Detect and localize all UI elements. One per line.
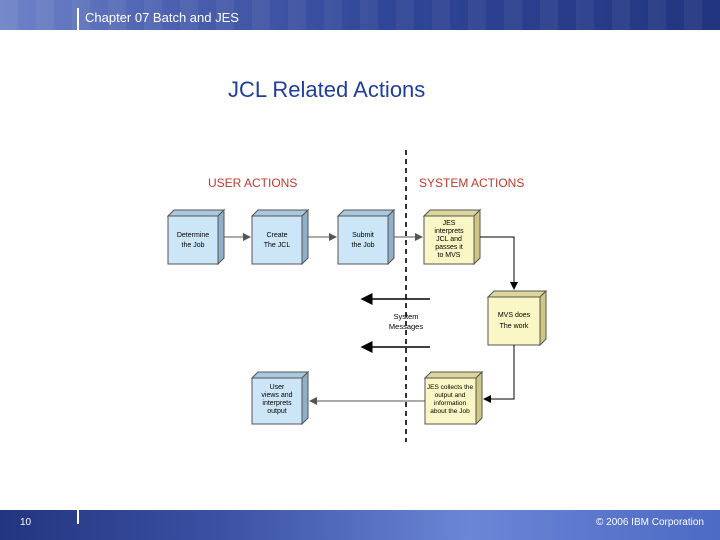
box-jes-collects-line-4: about the Job bbox=[430, 408, 470, 415]
user-actions-heading: USER ACTIONS bbox=[208, 176, 297, 190]
box-submit-job-line-2: the Job bbox=[352, 242, 375, 249]
arrow-jes-to-mvs bbox=[480, 236, 518, 290]
box-jes-interprets-line-5: to MVS bbox=[438, 252, 461, 259]
box-mvs-work: MVS does The work bbox=[486, 289, 548, 347]
footer-divider bbox=[77, 510, 79, 524]
copyright: © 2006 IBM Corporation bbox=[596, 517, 704, 528]
box-determine-job-line-2: the Job bbox=[182, 242, 205, 249]
box-user-views-line-2: views and bbox=[261, 392, 292, 399]
box-jes-interprets-line-4: passes it bbox=[435, 244, 463, 251]
slide-title: JCL Related Actions bbox=[228, 77, 426, 102]
box-jes-interprets-line-3: JCL and bbox=[436, 236, 462, 243]
footer-bar bbox=[0, 510, 720, 540]
box-user-views-line-4: output bbox=[267, 408, 287, 415]
chapter-title: Chapter 07 Batch and JES bbox=[85, 10, 239, 25]
box-jes-collects: JES collects the output and information … bbox=[423, 370, 484, 426]
system-messages-label-line-1: System bbox=[393, 312, 418, 321]
box-jes-interprets: JES interprets JCL and passes it to MVS bbox=[422, 208, 482, 266]
header-bar bbox=[0, 0, 720, 30]
arrow-mvs-to-jes-collects bbox=[483, 345, 515, 403]
box-user-views-output: User views and interprets output bbox=[250, 370, 310, 426]
box-submit-job-line-1: Submit bbox=[352, 232, 374, 239]
box-create-jcl-line-2: The JCL bbox=[264, 242, 291, 249]
system-messages-label-line-2: Messages bbox=[389, 322, 423, 331]
box-jes-collects-line-2: output and bbox=[435, 392, 466, 399]
box-determine-job: Determine the Job bbox=[166, 208, 226, 266]
box-jes-collects-line-1: JES collects the bbox=[427, 384, 474, 391]
box-mvs-work-line-2: The work bbox=[500, 323, 529, 330]
box-create-jcl: Create The JCL bbox=[250, 208, 310, 266]
system-actions-heading: SYSTEM ACTIONS bbox=[419, 176, 524, 190]
header-divider bbox=[77, 8, 79, 30]
box-jes-interprets-line-2: interprets bbox=[434, 228, 464, 235]
box-user-views-line-1: User bbox=[270, 384, 285, 391]
box-determine-job-line-1: Determine bbox=[177, 232, 209, 239]
page-number: 10 bbox=[20, 517, 32, 528]
box-jes-interprets-line-1: JES bbox=[443, 220, 456, 227]
box-create-jcl-line-1: Create bbox=[266, 232, 287, 239]
box-user-views-line-3: interprets bbox=[262, 400, 292, 407]
box-jes-collects-line-3: information bbox=[434, 400, 467, 407]
box-submit-job: Submit the Job bbox=[336, 208, 396, 266]
box-mvs-work-line-1: MVS does bbox=[498, 312, 531, 319]
